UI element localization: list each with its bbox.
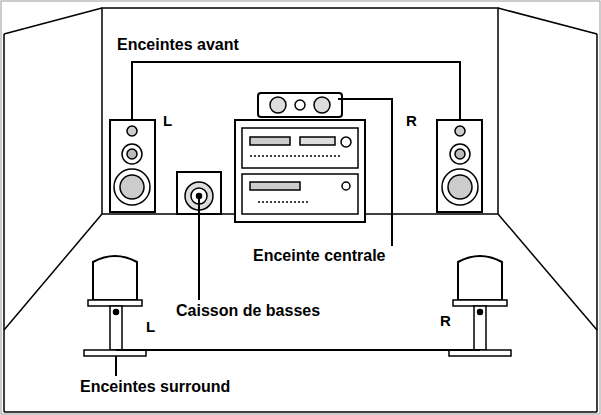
woofer [442,169,478,205]
stand-column [110,306,122,350]
woofer-cone [448,175,472,199]
player [242,174,358,214]
leader-dot [114,310,119,315]
midrange [122,144,142,164]
stand-plate [453,300,507,306]
driver [314,97,330,113]
stand-column [474,306,486,350]
center-speaker [258,93,342,117]
speaker-cabinet [437,120,482,212]
disc-tray [250,182,300,190]
leader-line [198,196,200,300]
leader-dot [478,310,483,315]
leader-dot [197,194,202,199]
channel-label: R [440,312,451,330]
equipment-rack [235,120,365,222]
buttons [250,155,340,157]
wall-edge [498,8,597,34]
group-label: Enceintes surround [80,378,230,396]
tweeter [295,100,305,110]
display [300,137,335,145]
av-receiver [242,128,358,168]
speaker-cabinet [110,120,155,212]
midrange [450,144,470,164]
knob [341,137,351,147]
tweeter [127,126,137,136]
midrange-cone [455,149,465,159]
part-label: Caisson de basses [176,302,320,320]
display [250,137,290,145]
wall-edge [498,214,597,330]
wall-edge [4,411,597,413]
wall-edge [3,34,5,412]
midrange-cone [127,149,137,159]
back-wall [102,8,498,214]
woofer-cone [120,175,144,199]
wall-edge [4,214,102,330]
part-label: Enceinte centrale [253,247,386,265]
channel-label: L [163,112,172,130]
knob [342,182,350,190]
leader-line [338,99,392,246]
driver [270,97,286,113]
leader-line [116,349,480,351]
group-label: Enceintes avant [117,36,239,54]
buttons [258,201,310,203]
tweeter [455,126,465,136]
woofer [114,169,150,205]
surround-speaker [458,256,502,300]
channel-label: R [406,112,417,130]
surround-speaker [93,256,137,300]
stand-plate [88,300,142,306]
channel-label: L [146,318,155,336]
wall-edge [596,34,598,412]
wall-edge [4,8,102,34]
